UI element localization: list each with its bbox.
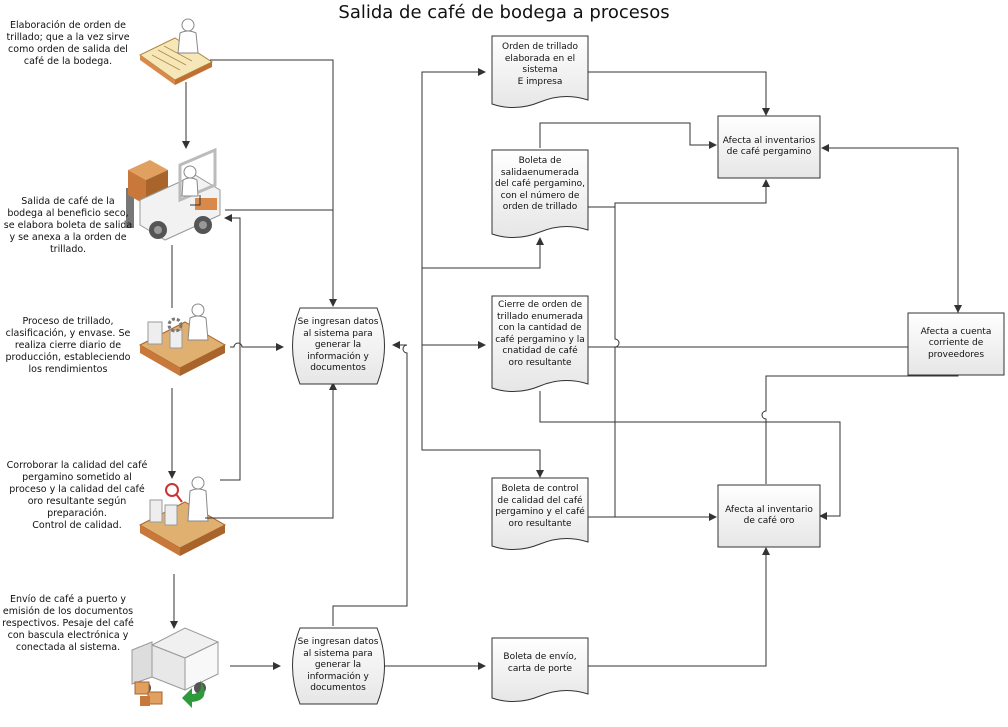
delivery-truck-icon — [131, 627, 220, 708]
step-label-quality: Corroborar la calidad del café pergamino… — [6, 460, 148, 531]
document-shape-2 — [491, 149, 589, 238]
document-label-closing: Cierre de orden de trillado enumerada co… — [495, 300, 585, 368]
effect-label-parchment-inventory: Afecta al inventarios de café pergamino — [722, 135, 816, 158]
system-input-shape-2 — [292, 627, 385, 705]
document-label-quality: Boleta de control de calidad del café pe… — [495, 484, 585, 529]
effect-shape-1 — [717, 115, 821, 179]
effect-label-supplier-account: Afecta a cuenta corriente de proveedores — [920, 326, 992, 360]
step-label-warehouse-exit: Salida de café de la bodega al beneficio… — [3, 196, 133, 255]
step-label-order: Elaboración de orden de trillado; que a … — [6, 20, 130, 67]
effect-shape-3 — [907, 312, 1005, 376]
connectors — [168, 59, 962, 670]
document-label-exit-slip: Boleta de salidaenumerada del café perga… — [495, 156, 585, 212]
document-shape-3 — [491, 295, 589, 392]
document-shape-1 — [491, 35, 589, 108]
document-shape-5 — [491, 637, 589, 702]
forklift-icon — [126, 147, 221, 241]
system-input-shape-1 — [292, 307, 385, 385]
document-label-shipping: Boleta de envío, carta de porte — [503, 652, 577, 674]
system-input-label-2: Se ingresan datos al sistema para genera… — [297, 637, 379, 694]
step-label-shipping: Envío de café a puerto y emisión de los … — [2, 594, 134, 653]
system-input-label-1: Se ingresan datos al sistema para genera… — [297, 317, 379, 374]
desk-worker-icon — [139, 18, 214, 85]
effect-label-gold-inventory: Afecta al inventario de café oro — [725, 504, 813, 527]
quality-control-icon — [138, 476, 227, 556]
diagram-title: Salida de café de bodega a procesos — [338, 2, 670, 23]
step-label-processing: Proceso de trillado, clasificación, y en… — [5, 316, 131, 375]
processing-line-icon — [138, 303, 227, 376]
document-label-order: Orden de trillado elaborada en el sistem… — [501, 42, 579, 87]
effect-shape-2 — [717, 484, 821, 548]
document-shape-4 — [491, 477, 589, 550]
